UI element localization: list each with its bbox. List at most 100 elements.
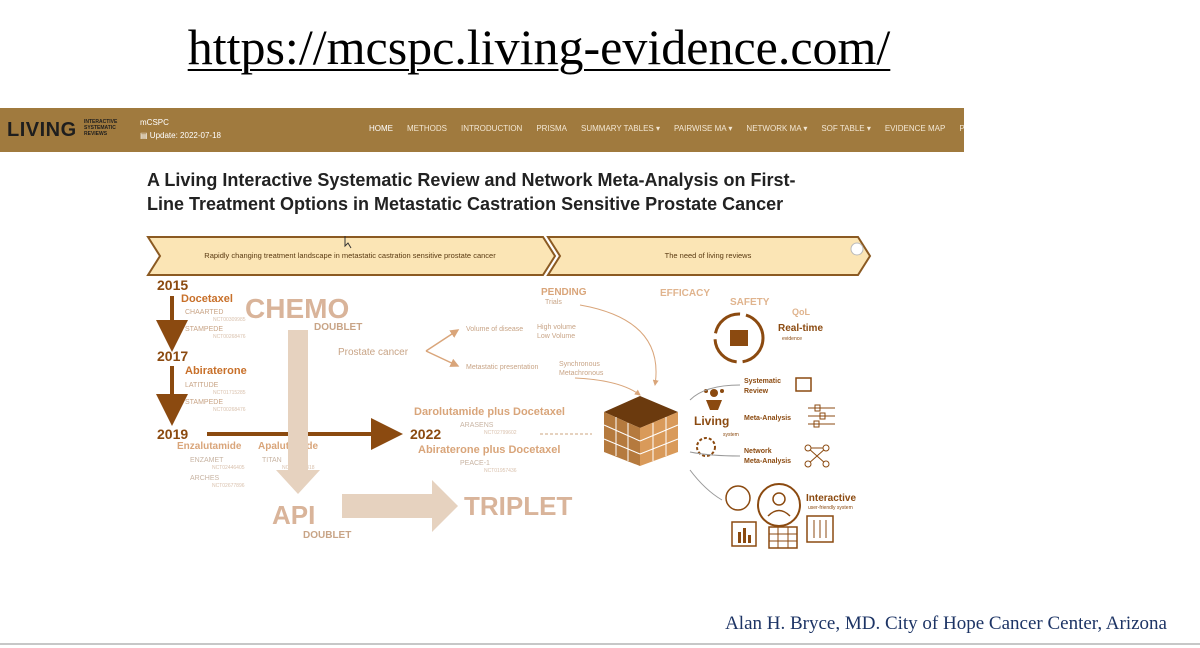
calendar-icon: ▤ xyxy=(140,131,148,140)
nav-introduction[interactable]: INTRODUCTION xyxy=(461,124,523,133)
nav-home[interactable]: HOME xyxy=(369,124,393,133)
trial-arasens-id: NCT02799602 xyxy=(484,430,517,436)
banner-left-text: Rapidly changing treatment landscape in … xyxy=(204,251,496,260)
bar-chart-icon-bar xyxy=(738,532,741,543)
trial-peace1-id: NCT01957436 xyxy=(484,468,517,474)
label-pending: PENDING xyxy=(541,287,587,298)
pie-chart-icon xyxy=(725,485,751,511)
nav-sof-table[interactable]: SOF TABLE ▾ xyxy=(821,124,871,133)
title-line: Line Treatment Options in Metastatic Cas… xyxy=(147,194,784,214)
url-title: https://mcspc.living-evidence.com/ xyxy=(187,19,891,75)
drug-docetaxel: Docetaxel xyxy=(181,293,233,305)
label-qol: QoL xyxy=(792,307,810,317)
trial-arches: ARCHES xyxy=(190,475,220,482)
logo: LIVING xyxy=(7,119,77,141)
update-date: ▤ Update: 2022-07-18 xyxy=(140,131,221,140)
year-2017: 2017 xyxy=(157,348,188,364)
logo-sub-line: REVIEWS xyxy=(84,131,108,137)
title-line: A Living Interactive Systematic Review a… xyxy=(147,170,796,190)
drug-abiraterone: Abiraterone xyxy=(185,365,247,377)
trial-arches-id: NCT02677896 xyxy=(212,483,245,489)
arrow-chemo-api xyxy=(276,330,320,494)
trial-arasens: ARASENS xyxy=(460,422,494,429)
label-chemo-doublet: DOUBLET xyxy=(314,322,362,333)
year-2019: 2019 xyxy=(157,426,188,442)
bar-chart-icon xyxy=(731,521,757,547)
connector-line xyxy=(689,451,741,457)
drug-enzalutamide: Enzalutamide xyxy=(177,441,242,452)
label-network-ma: Meta-Analysis xyxy=(744,458,791,465)
nav-prisma[interactable]: PRISMA xyxy=(536,124,567,133)
label-interactive-sub: user-friendly system xyxy=(808,505,853,511)
label-review: Review xyxy=(744,388,769,395)
logo-sub-line: SYSTEMATIC xyxy=(84,125,116,131)
bar-chart-icon-bar xyxy=(743,528,746,543)
trial-enzamet: ENZAMET xyxy=(190,457,224,464)
pending-arrow xyxy=(579,304,659,386)
user-head-icon xyxy=(772,492,786,506)
label-realtime: Real-time xyxy=(778,323,823,334)
nav-network-ma[interactable]: NETWORK MA ▾ xyxy=(746,124,808,133)
label-efficacy: EFFICACY xyxy=(660,288,710,299)
trial-stampede-id: NCT00268476 xyxy=(213,407,246,413)
user-icon xyxy=(757,483,801,527)
trial-latitude-id: NCT01715285 xyxy=(213,390,246,396)
label-safety: SAFETY xyxy=(730,297,770,308)
label-interactive: Interactive xyxy=(806,493,856,504)
logo-subtitle: INTERACTIVE SYSTEMATIC REVIEWS xyxy=(84,119,117,137)
bar-chart-icon xyxy=(795,377,812,392)
forest-plot-icon xyxy=(808,404,835,428)
label-volume-of-disease: Volume of disease xyxy=(466,326,523,333)
label-living: Living xyxy=(694,414,729,428)
footer-credit: Alan H. Bryce, MD. City of Hope Cancer C… xyxy=(725,613,1167,634)
trial-titan: TITAN xyxy=(262,457,282,464)
nav-publications[interactable]: PU xyxy=(959,124,964,133)
bar-chart-icon-bar xyxy=(748,535,751,543)
trial-enzamet-id: NCT02446405 xyxy=(212,465,245,471)
label-prostate-cancer: Prostate cancer xyxy=(338,347,409,358)
evidence-cube-icon xyxy=(603,396,679,466)
cursor-icon xyxy=(344,236,352,249)
label-network: Network xyxy=(744,448,772,455)
branch-presentation xyxy=(425,350,460,367)
network-icon xyxy=(804,444,830,468)
connector-line xyxy=(689,384,741,401)
table-icon xyxy=(768,526,798,549)
label-low-volume: Low Volume xyxy=(537,333,575,340)
year-2022: 2022 xyxy=(410,426,441,442)
drug-abiraterone-docetaxel: Abiraterone plus Docetaxel xyxy=(418,444,560,456)
label-api: API xyxy=(272,500,315,530)
nav-pairwise-ma[interactable]: PAIRWISE MA ▾ xyxy=(674,124,733,133)
label-metastatic-presentation: Metastatic presentation xyxy=(466,364,538,371)
banner-right xyxy=(546,236,872,276)
label-realtime-evidence: evidence xyxy=(782,336,802,342)
nav-evidence-map[interactable]: EVIDENCE MAP xyxy=(884,124,946,133)
label-synchronous: Synchronous xyxy=(559,361,600,368)
nav-summary-tables[interactable]: SUMMARY TABLES ▾ xyxy=(581,124,661,133)
user-body-icon xyxy=(767,509,791,517)
label-trials: Trials xyxy=(545,299,562,306)
trial-chaarted-id: NCT00309985 xyxy=(213,317,246,323)
gear-icon xyxy=(696,437,716,457)
brand-name[interactable]: mCSPC xyxy=(140,118,169,127)
refresh-icon[interactable] xyxy=(850,242,864,256)
nav-methods[interactable]: METHODS xyxy=(407,124,447,133)
branch-volume xyxy=(425,329,460,352)
trial-peace1: PEACE-1 xyxy=(460,460,490,467)
label-metachronous: Metachronous xyxy=(559,370,604,377)
navbar: LIVING INTERACTIVE SYSTEMATIC REVIEWS mC… xyxy=(0,108,964,152)
sliders-icon xyxy=(806,515,834,543)
update-label: Update: 2022-07-18 xyxy=(149,131,221,140)
living-person-icon xyxy=(704,389,724,410)
label-meta-analysis: Meta-Analysis xyxy=(744,415,791,422)
arrow-api-triplet xyxy=(342,480,458,532)
banner-left xyxy=(146,236,557,276)
banner-right-text: The need of living reviews xyxy=(665,251,752,260)
trial-latitude: LATITUDE xyxy=(185,382,219,389)
label-high-volume: High volume xyxy=(537,324,576,331)
presentation-arrow xyxy=(574,377,641,396)
year-2015: 2015 xyxy=(157,277,188,293)
realtime-cycle-icon xyxy=(713,312,765,364)
trial-chaarted: CHAARTED xyxy=(185,309,223,316)
